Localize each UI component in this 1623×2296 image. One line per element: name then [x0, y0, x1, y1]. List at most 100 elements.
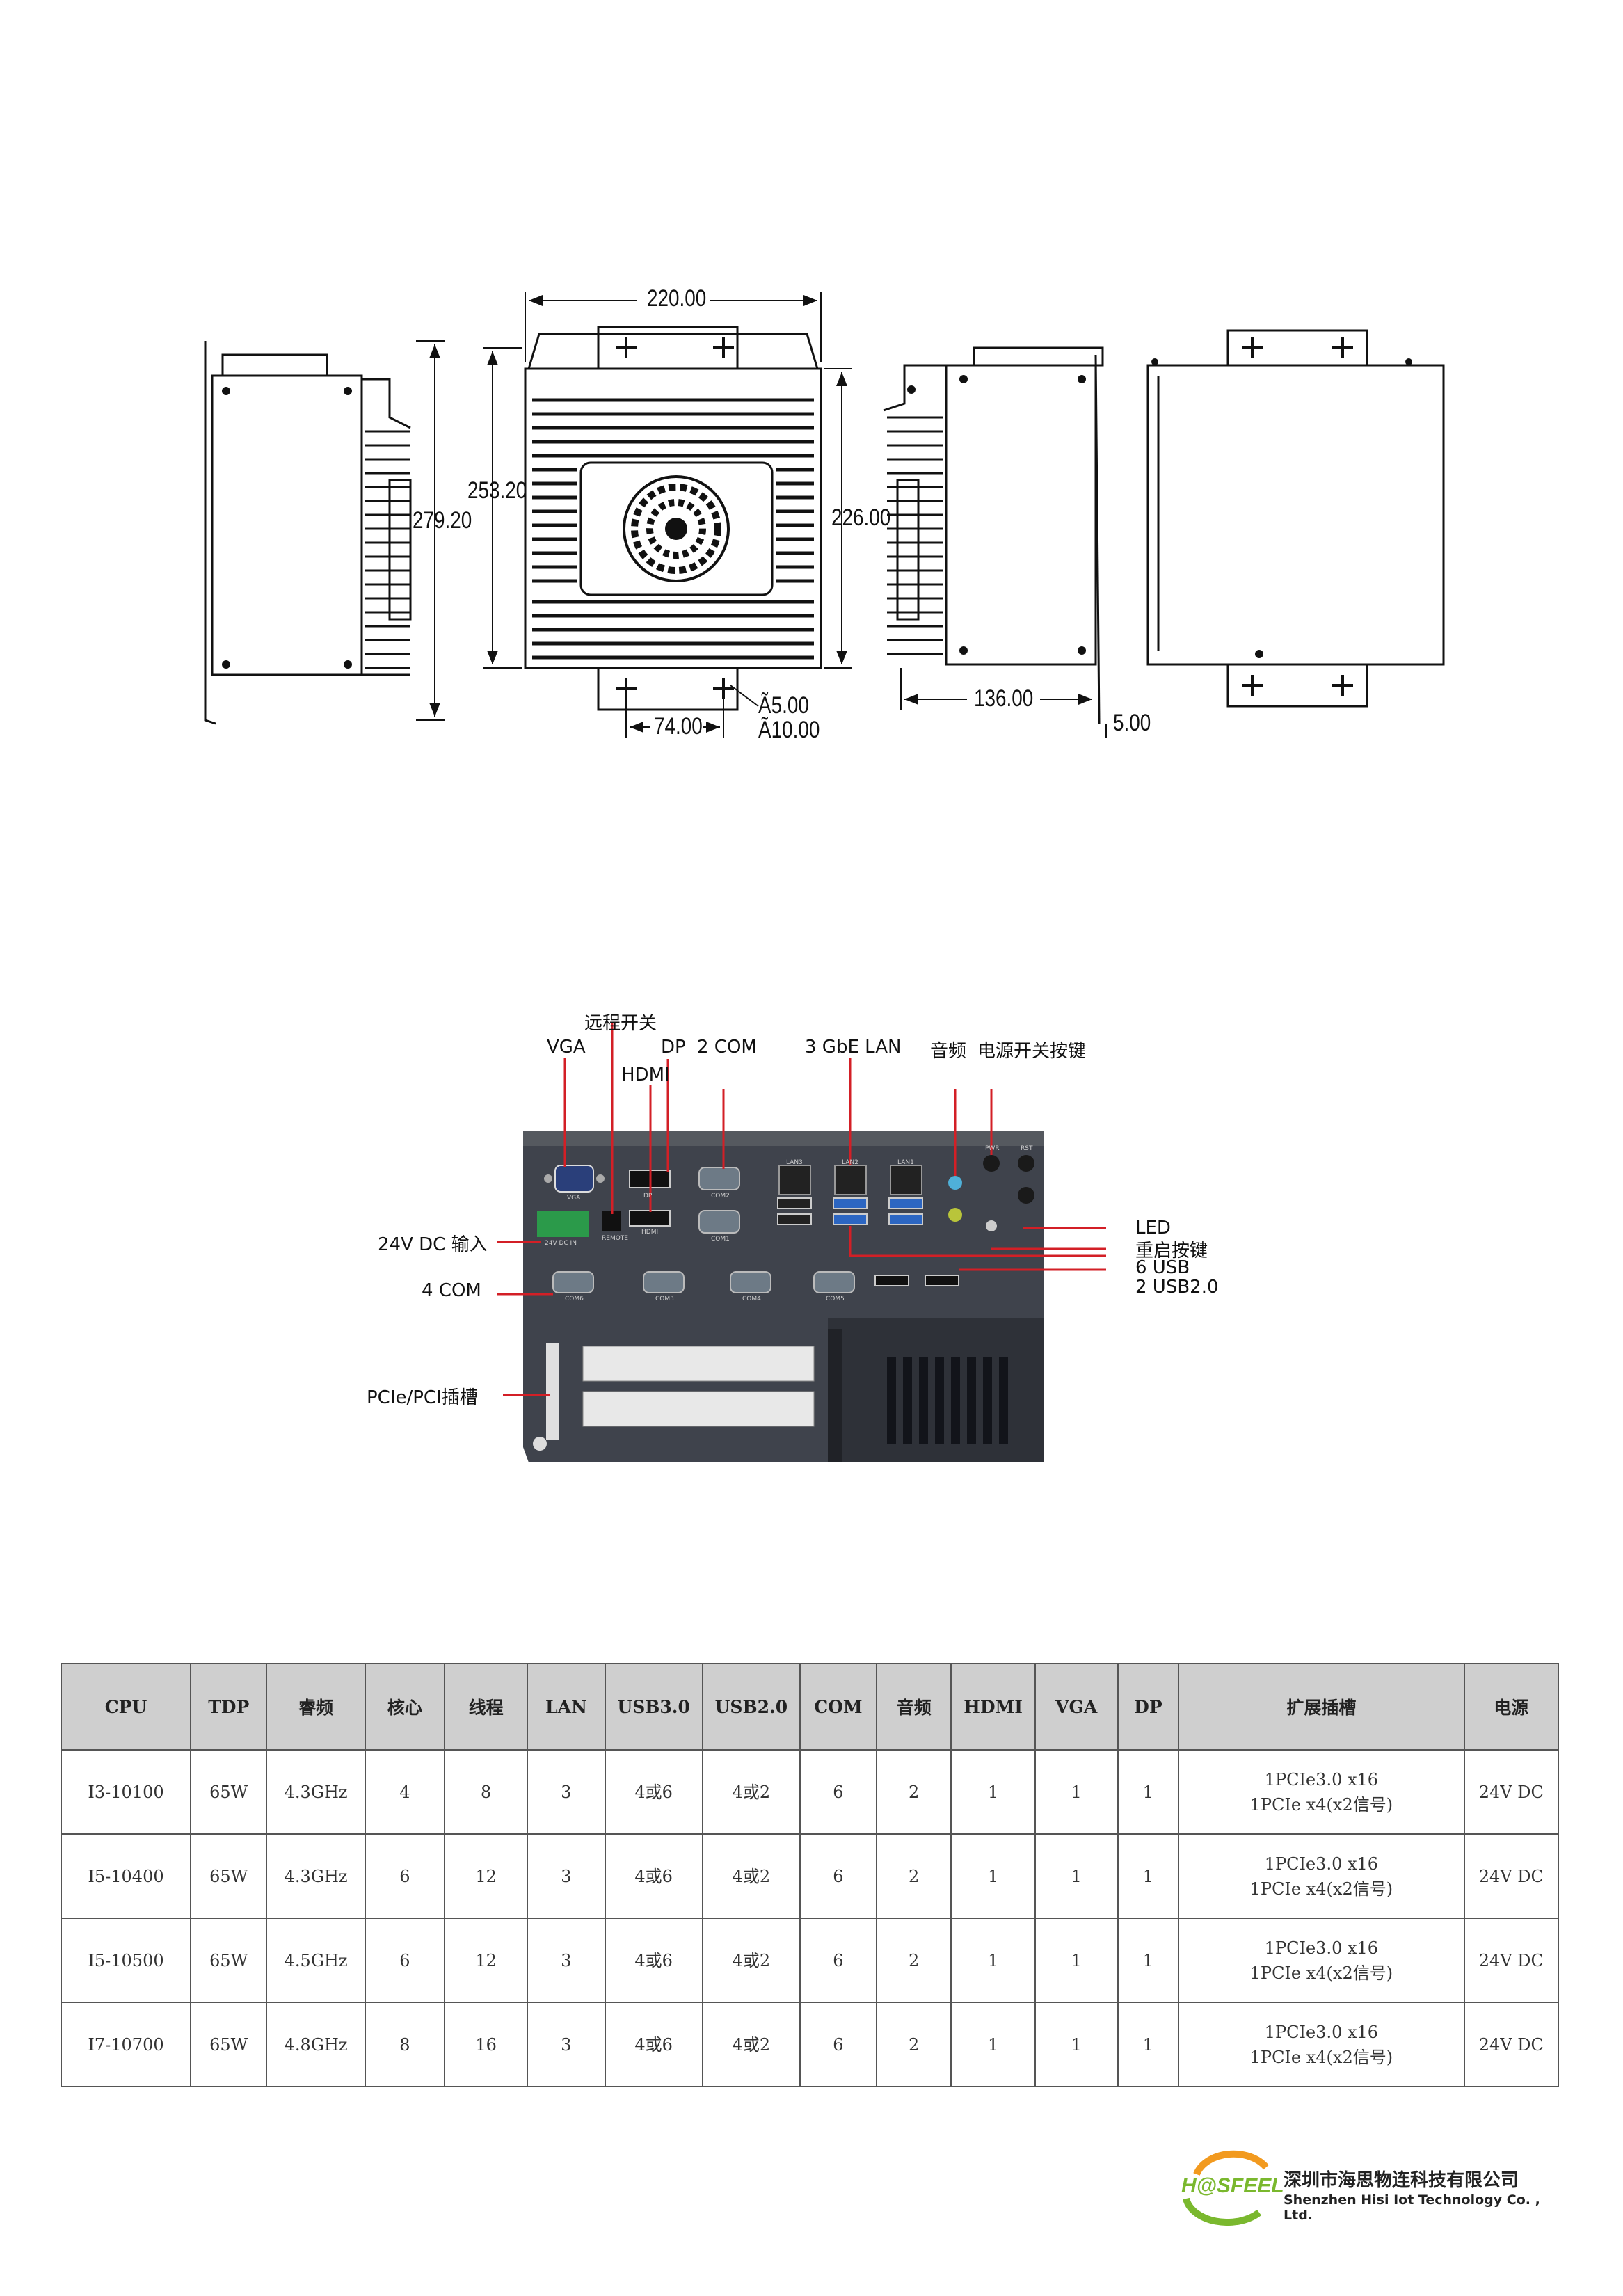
col-header: 线程 [444, 1663, 529, 1751]
cell-cpu: I5-10400 [60, 1833, 192, 1919]
cell-threads: 16 [444, 2002, 529, 2087]
col-header: HDMI [950, 1663, 1036, 1751]
label-lan: 3 GbE LAN [805, 1037, 902, 1058]
col-header: COM [799, 1663, 877, 1751]
cell-audio: 2 [875, 1918, 952, 2003]
label-power-button: 电源开关按键 [977, 1041, 1087, 1062]
cell-usb2: 4或2 [701, 2002, 801, 2087]
bottom-view-screws [1151, 358, 1412, 658]
dim-label-253: 253.20 [467, 477, 527, 504]
dim-74 [625, 685, 759, 738]
mark-remote: REMOTE [602, 1235, 628, 1242]
dc-input-connector [537, 1211, 621, 1237]
callout-lines [497, 1023, 1106, 1396]
cell-audio: 2 [875, 2002, 952, 2087]
dim-226 [824, 368, 852, 669]
cell-slots: 1PCIe3.0 x16 1PCIe x4(x2信号) [1178, 1749, 1465, 1835]
dim-label-hole-large: Ã10.00 [758, 717, 820, 743]
col-header: 电源 [1463, 1663, 1560, 1751]
dim-label-226: 226.00 [831, 504, 891, 531]
cell-slots: 1PCIe3.0 x16 1PCIe x4(x2信号) [1178, 1833, 1465, 1919]
cell-power: 24V DC [1463, 2002, 1560, 2087]
settings-gear-icon [533, 1437, 547, 1451]
dim-label-hole-small: Ã5.00 [758, 692, 809, 719]
cell-vga: 1 [1034, 1749, 1119, 1835]
cell-dp: 1 [1117, 1833, 1180, 1919]
mount-hole-icons [616, 337, 734, 699]
mark-com5: COM5 [826, 1296, 845, 1302]
dim-136 [900, 668, 1107, 738]
cell-audio: 2 [875, 1749, 952, 1835]
top-view-fins [532, 398, 814, 660]
company-logo-text: H@SFEEL [1181, 2174, 1284, 2197]
label-vga: VGA [547, 1037, 586, 1058]
cell-usb2: 4或2 [701, 1833, 801, 1919]
cell-lan: 3 [527, 1833, 606, 1919]
cell-turbo: 4.3GHz [266, 1749, 366, 1835]
label-usb2: 2 USB2.0 [1135, 1277, 1219, 1298]
cell-power: 24V DC [1463, 1918, 1560, 2003]
label-dc-input: 24V DC 输入 [378, 1234, 488, 1255]
label-pcie: PCIe/PCI插槽 [367, 1387, 478, 1408]
audio-jack-icons [948, 1176, 962, 1222]
mark-vga: VGA [567, 1195, 581, 1202]
slot-line-2: 1PCIe x4(x2信号) [1249, 2047, 1393, 2067]
bottom-view [1146, 329, 1445, 708]
usb2-port-icons [874, 1275, 959, 1286]
table-header-row: CPU TDP 睿频 核心 线程 LAN USB3.0 USB2.0 COM 音… [60, 1663, 1560, 1751]
cell-usb3: 4或6 [604, 1918, 703, 2003]
mark-com2: COM2 [711, 1193, 730, 1199]
cell-tdp: 65W [190, 2002, 268, 2087]
panel-silkscreen: LAN3 LAN2 LAN1 VGA COM2 COM1 DP HDMI REM… [0, 1009, 1623, 1496]
col-header: TDP [190, 1663, 268, 1751]
side-view-left [204, 341, 412, 725]
mark-com1: COM1 [711, 1236, 730, 1243]
cell-cores: 8 [364, 2002, 446, 2087]
cell-usb3: 4或6 [604, 2002, 703, 2087]
power-button-icon [983, 1155, 1034, 1231]
mark-rst: RST [1021, 1145, 1033, 1152]
com-port-icons [552, 1167, 855, 1293]
cell-audio: 2 [875, 1833, 952, 1919]
vga-port-icon [544, 1165, 605, 1193]
dim-label-136: 136.00 [974, 685, 1034, 712]
mark-lan2: LAN2 [842, 1159, 858, 1166]
label-remote-switch: 远程开关 [584, 1013, 657, 1034]
slot-line-2: 1PCIe x4(x2信号) [1249, 1794, 1393, 1815]
company-logo-icon [1183, 2150, 1269, 2226]
dim-253 [483, 347, 522, 669]
cell-turbo: 4.8GHz [266, 2002, 366, 2087]
cell-com: 6 [799, 1918, 877, 2003]
label-led: LED [1135, 1218, 1171, 1238]
cell-power: 24V DC [1463, 1749, 1560, 1835]
slot-line-1: 1PCIe3.0 x16 [1264, 1853, 1379, 1874]
usb3-port-icons [777, 1197, 923, 1225]
cell-cores: 6 [364, 1918, 446, 2003]
mark-lan3: LAN3 [786, 1159, 803, 1166]
vent-grille [887, 1357, 1008, 1444]
cell-threads: 12 [444, 1833, 529, 1919]
table-row: I5-10400 65W 4.3GHz 6 12 3 4或6 4或2 6 2 1… [60, 1833, 1560, 1919]
table-row: I3-10100 65W 4.3GHz 4 8 3 4或6 4或2 6 2 1 … [60, 1749, 1560, 1835]
cell-hdmi: 1 [950, 2002, 1036, 2087]
mark-com4: COM4 [742, 1296, 761, 1302]
mark-lan1: LAN1 [897, 1159, 914, 1166]
cell-turbo: 4.5GHz [266, 1918, 366, 2003]
side-view-right [883, 346, 1104, 724]
slot-line-1: 1PCIe3.0 x16 [1264, 1769, 1379, 1789]
mark-hdmi: HDMI [641, 1229, 659, 1236]
top-view [524, 326, 822, 711]
slot-line-2: 1PCIe x4(x2信号) [1249, 1963, 1393, 1983]
company-footer: H@SFEEL 深圳市海思物连科技有限公司 Shenzhen Hisi Iot … [1176, 2146, 1565, 2230]
cell-cpu: I5-10500 [60, 1918, 192, 2003]
dim-279 [416, 340, 445, 721]
cell-vga: 1 [1034, 1833, 1119, 1919]
side-view-right-screws [907, 375, 1086, 655]
side-view-left-screws [222, 387, 352, 669]
col-header: 睿频 [266, 1663, 366, 1751]
slot-line-2: 1PCIe x4(x2信号) [1249, 1879, 1393, 1899]
dimension-drawing-svg [204, 292, 1445, 738]
label-hdmi: HDMI [621, 1065, 670, 1085]
col-header: USB3.0 [604, 1663, 703, 1751]
